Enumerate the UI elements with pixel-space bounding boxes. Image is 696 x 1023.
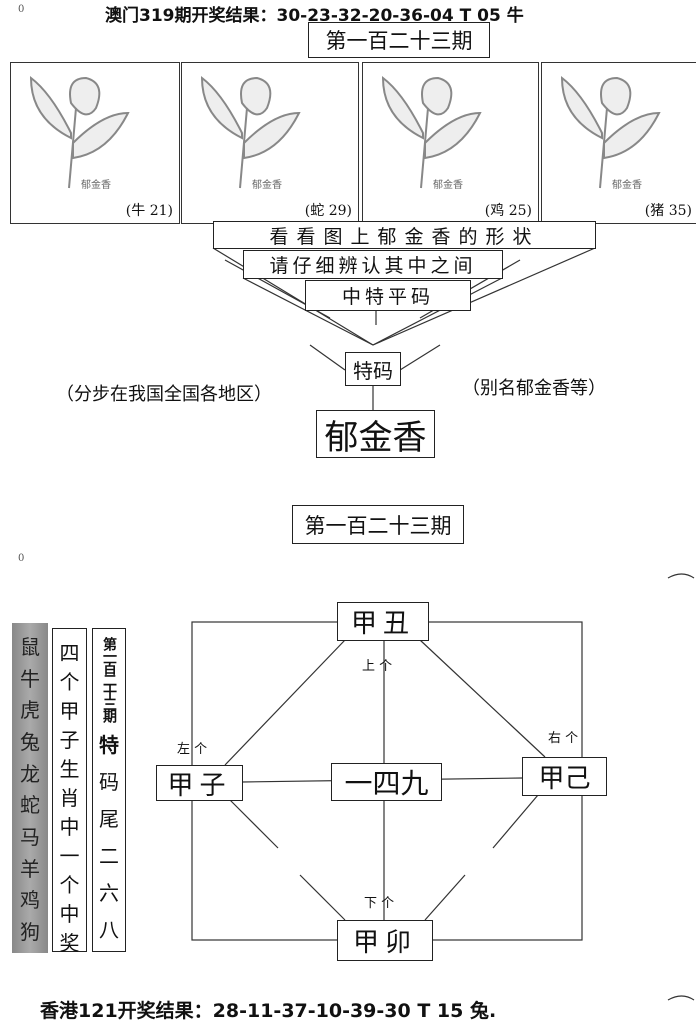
zodiac-column: 鼠牛虎兔龙蛇马羊鸡狗	[12, 623, 48, 953]
zodiac: 鸡	[20, 888, 40, 913]
zero-mark-2: 0	[18, 553, 25, 564]
tulip-label: 郁金香	[433, 180, 463, 191]
hint-char: 四	[59, 641, 80, 665]
tulip-label: 郁金香	[252, 180, 282, 191]
zodiac: 蛇	[20, 793, 40, 818]
zodiac: 马	[20, 824, 40, 849]
tail-head: 第一百二十三期	[101, 637, 117, 721]
panel-caption: (鸡 25)	[484, 203, 532, 219]
top-label: 上 个	[362, 659, 393, 674]
riddle-line2: 请仔细辨认其中之间	[243, 250, 503, 279]
tail-char: 尾	[99, 807, 119, 831]
tulip-panel: 郁金香 (蛇 29)	[181, 62, 359, 224]
tulip-label: 郁金香	[81, 180, 111, 191]
hint-char: 个	[59, 670, 80, 694]
diagram-bottom: 甲卯	[337, 920, 433, 961]
hint-char: 奖	[59, 931, 80, 955]
tail-char: 二	[99, 844, 119, 868]
tail-column: 第一百二十三期 特码尾二六八	[92, 628, 126, 952]
hint-char: 甲	[59, 699, 80, 723]
hint-char: 一	[59, 844, 80, 868]
tulip-panel: 郁金香 (鸡 25)	[362, 62, 539, 224]
tulip-panel: 郁金香 (牛 21)	[10, 62, 180, 224]
diagram-center: 一四九	[331, 763, 442, 801]
diagram-left: 甲子	[156, 765, 243, 801]
riddle-line1: 看看图上郁金香的形状	[213, 221, 596, 249]
note-left: （分步在我国全国各地区）	[56, 384, 272, 405]
zodiac: 羊	[20, 856, 40, 881]
hk-result: 香港121开奖结果：28-11-37-10-39-30 T 15 兔.	[40, 1000, 497, 1022]
tulip-label: 郁金香	[612, 180, 642, 191]
tulip-icon	[29, 75, 130, 189]
hint-char: 中	[59, 815, 80, 839]
hint-column: 四个甲子生肖中一个中奖	[52, 628, 87, 955]
diagram-top: 甲丑	[337, 602, 429, 641]
answer: 郁金香	[316, 410, 435, 458]
issue-title-2: 第一百二十三期	[292, 505, 464, 544]
zodiac: 鼠	[20, 635, 40, 659]
tail-char: 码	[99, 770, 119, 794]
panel-caption: (蛇 29)	[304, 203, 352, 219]
hint-char: 中	[59, 902, 80, 926]
tail-char: 特	[99, 733, 119, 757]
hint-char: 肖	[59, 786, 80, 810]
tulip-panel: 郁金香 (猪 35)	[541, 62, 696, 224]
zodiac: 兔	[20, 729, 40, 754]
tulip-icon	[560, 75, 661, 189]
hint-char: 个	[59, 873, 80, 897]
zodiac: 虎	[20, 698, 40, 723]
zodiac: 龙	[20, 761, 40, 786]
bottom-label: 下 个	[364, 896, 395, 911]
riddle-line3: 中特平码	[305, 280, 471, 311]
macau-result: 澳门319期开奖结果：30-23-32-20-36-04 T 05 牛	[105, 6, 524, 26]
zero-mark: 0	[18, 4, 25, 15]
panel-caption: (猪 35)	[644, 203, 692, 219]
note-right: （别名郁金香等）	[462, 378, 606, 399]
hint-char: 生	[59, 757, 80, 781]
tulip-icon	[381, 75, 482, 189]
right-label: 右 个	[548, 731, 579, 746]
hint-char: 子	[59, 728, 80, 752]
diagram-right: 甲己	[522, 757, 607, 796]
zodiac: 牛	[20, 666, 40, 691]
left-label: 左 个	[177, 742, 208, 757]
tulip-icon	[200, 75, 301, 189]
tail-char: 八	[99, 918, 119, 942]
issue-title: 第一百二十三期	[308, 22, 490, 58]
special-label: 特码	[345, 352, 401, 386]
panel-caption: (牛 21)	[125, 203, 173, 219]
tail-char: 六	[99, 881, 119, 905]
zodiac: 狗	[20, 919, 40, 944]
